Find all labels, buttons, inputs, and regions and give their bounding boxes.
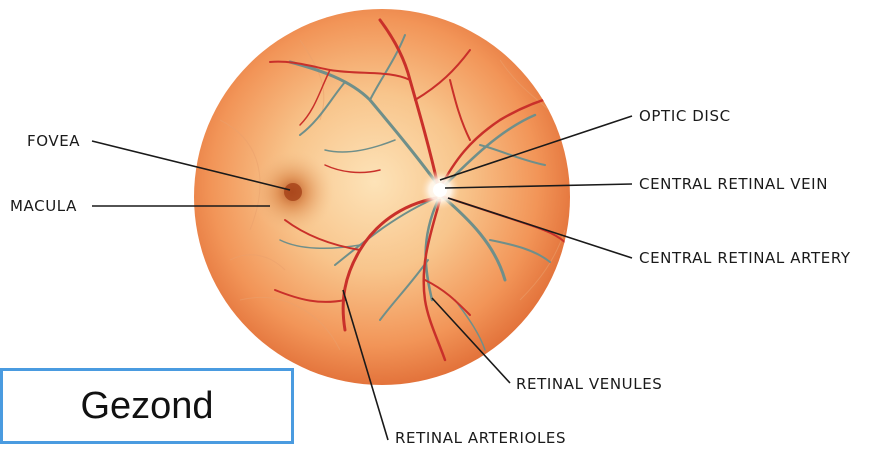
optic-cup [433,183,447,197]
status-box: Gezond [0,368,294,444]
label-retinal-arterioles: RETINAL ARTERIOLES [395,429,566,447]
label-macula: MACULA [10,197,77,215]
fovea [284,183,302,201]
label-fovea: FOVEA [27,132,80,150]
label-central-retinal-artery: CENTRAL RETINAL ARTERY [639,249,851,267]
status-label: Gezond [80,385,213,428]
label-retinal-venules: RETINAL VENULES [516,375,662,393]
label-optic-disc: OPTIC DISC [639,107,731,125]
label-central-retinal-vein: CENTRAL RETINAL VEIN [639,175,828,193]
